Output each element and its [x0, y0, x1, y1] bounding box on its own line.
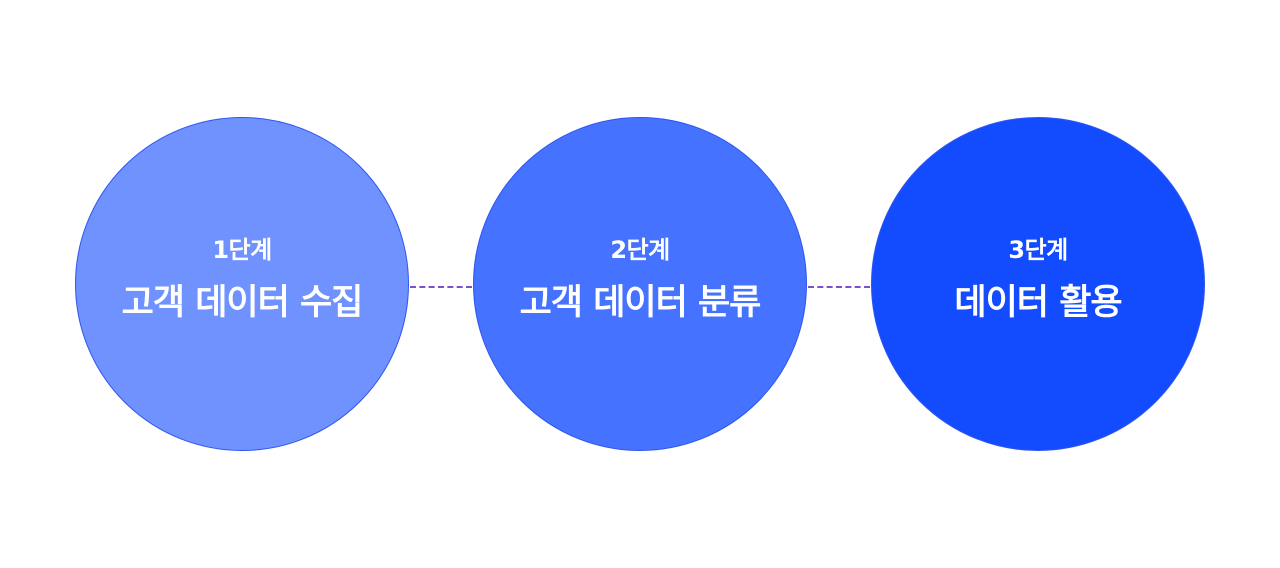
step-1-label: 1단계 [212, 235, 272, 264]
connector-1-2 [410, 286, 472, 288]
connector-2-3 [808, 286, 870, 288]
step-2-label: 2단계 [610, 235, 670, 264]
step-2-title: 고객 데이터 분류 [519, 282, 762, 323]
step-1-title: 고객 데이터 수집 [121, 282, 364, 323]
step-3-title: 데이터 활용 [954, 282, 1122, 323]
step-2-circle: 2단계 고객 데이터 분류 [473, 117, 807, 451]
step-3-label: 3단계 [1008, 235, 1068, 264]
step-1-circle: 1단계 고객 데이터 수집 [75, 117, 409, 451]
step-3-circle: 3단계 데이터 활용 [871, 117, 1205, 451]
